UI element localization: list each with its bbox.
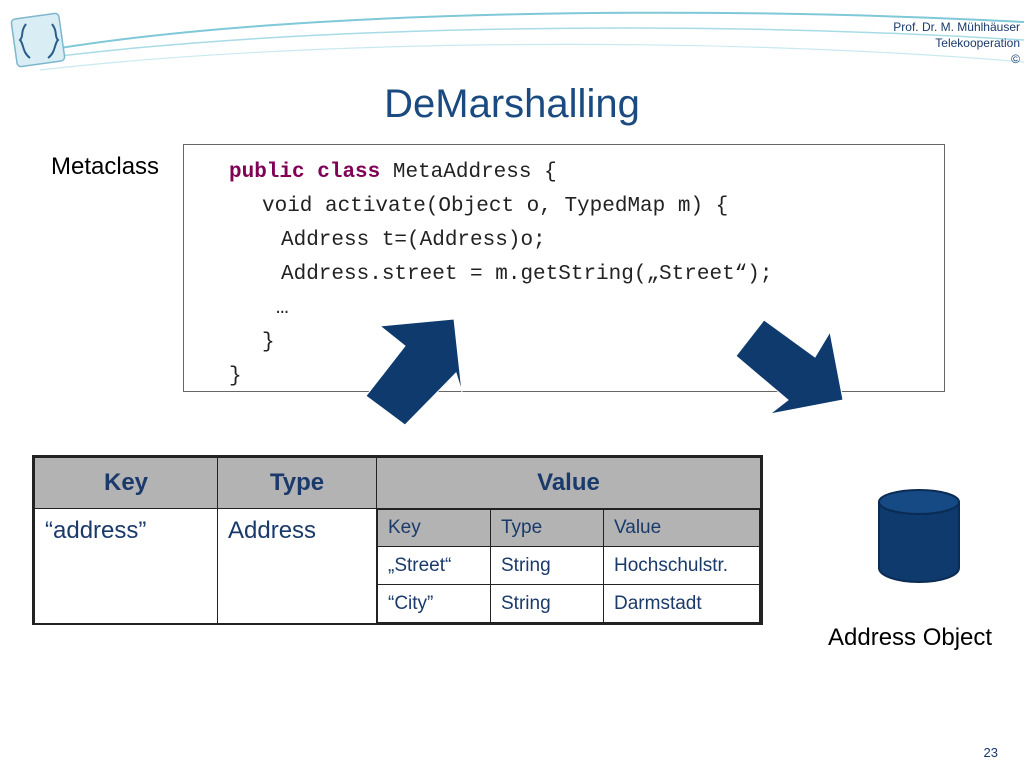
code-line-7: } (229, 365, 242, 388)
inner-cell: String (490, 546, 604, 585)
inner-cell: Darmstadt (603, 584, 760, 623)
copyright: © (1011, 52, 1020, 66)
header-swoosh (39, 11, 1024, 71)
code-line-4: Address.street = m.getString(„Street“); (281, 263, 773, 286)
cell-value: Key Type Value „Street“ String Hochschul… (376, 508, 761, 624)
inner-cell: „Street“ (377, 546, 491, 585)
header-type: Type (217, 457, 377, 509)
two-faces-logo (10, 12, 66, 68)
inner-cell: String (490, 584, 604, 623)
inner-table: Key Type Value „Street“ String Hochschul… (377, 509, 760, 623)
cell-key: “address” (34, 508, 218, 624)
class-name: MetaAddress { (380, 161, 557, 184)
code-line-6: } (262, 331, 275, 354)
inner-header-value: Value (603, 509, 760, 547)
code-box: public class MetaAddress { void activate… (183, 144, 945, 392)
address-object-label: Address Object (828, 624, 993, 651)
table-row: „Street“ String Hochschulstr. (377, 546, 760, 585)
page-number: 23 (983, 745, 998, 760)
slide-title: DeMarshalling (384, 82, 640, 126)
typed-map-table: Key Type Value “address” Address Key Typ… (32, 455, 763, 625)
inner-header-type: Type (490, 509, 604, 547)
author-name: Prof. Dr. M. Mühlhäuser (893, 20, 1020, 34)
inner-header-key: Key (377, 509, 491, 547)
inner-cell: “City” (377, 584, 491, 623)
keyword-public: public (229, 161, 305, 184)
header-key: Key (34, 457, 218, 509)
cell-type: Address (217, 508, 377, 624)
keyword-class: class (317, 161, 381, 184)
code-line-2: void activate(Object o, TypedMap m) { (262, 195, 729, 218)
group-name: Telekooperation (935, 36, 1020, 50)
code-line-3: Address t=(Address)o; (281, 229, 546, 252)
table-row: “City” String Darmstadt (377, 584, 760, 623)
metaclass-label: Metaclass (51, 153, 160, 180)
inner-cell: Hochschulstr. (603, 546, 760, 585)
database-cylinder-icon (878, 489, 960, 583)
code-line-1: public class MetaAddress { (229, 161, 557, 184)
code-line-5: … (276, 297, 289, 320)
header-value: Value (376, 457, 761, 509)
